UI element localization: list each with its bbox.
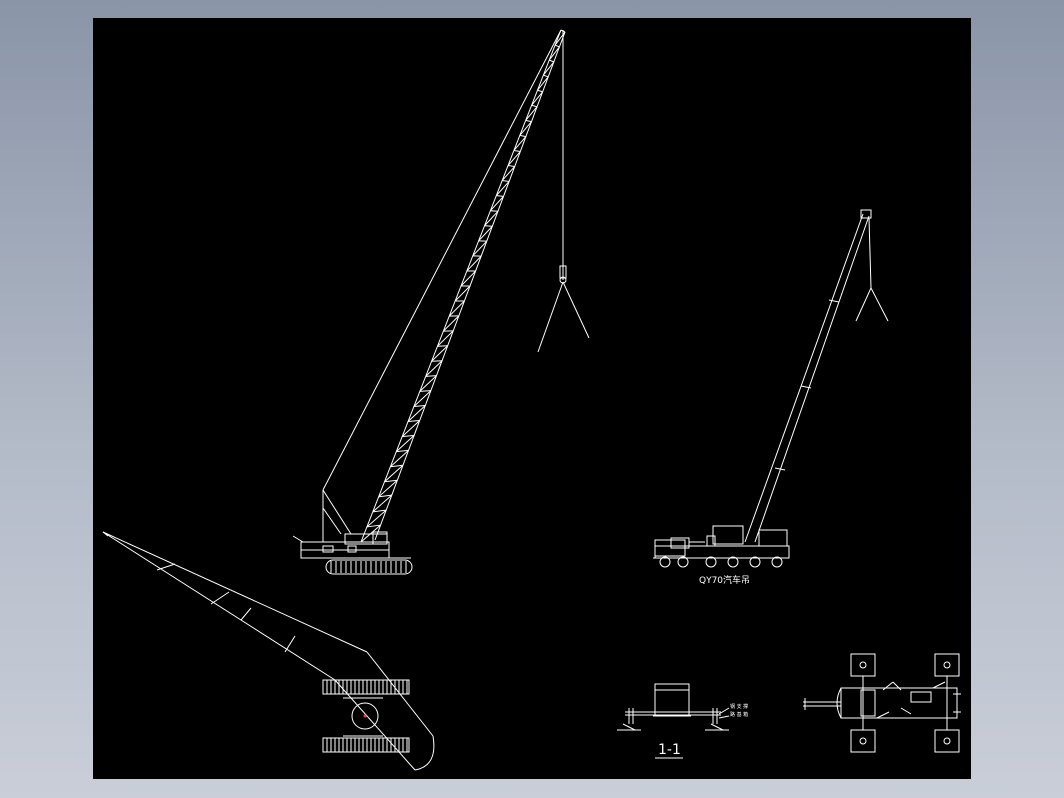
- crawler-track: [325, 559, 413, 575]
- crawler-hook-block: [537, 30, 590, 353]
- section-note-top: 钢 支 撑: [730, 703, 748, 710]
- truck-carrier: [653, 525, 790, 568]
- section-label: 1-1: [658, 742, 681, 758]
- cad-drawing-canvas: QY70汽车吊: [93, 18, 971, 779]
- cad-drawing-svg: QY70汽车吊: [102, 29, 961, 771]
- outrigger-pad-bottom-left: [850, 729, 876, 753]
- boom-pendant-line: [322, 29, 562, 491]
- section-1-1-detail: 钢 支 撑 路 基 箱 1-1: [617, 683, 748, 759]
- truck-crane-elevation: QY70汽车吊: [653, 209, 889, 586]
- crawler-crane-plan: [102, 531, 435, 771]
- crawler-gantry: [292, 489, 352, 543]
- outrigger-pad-bottom-right: [934, 729, 960, 753]
- crawler-upper-body: [300, 531, 411, 559]
- slewing-center-marker: [363, 714, 367, 718]
- section-note-bottom: 路 基 箱: [730, 711, 748, 718]
- crawler-tracks-plan: [322, 679, 410, 753]
- truck-hook-block: [855, 217, 889, 322]
- crawler-crane-elevation: [292, 29, 590, 575]
- truck-crane-plan: [803, 653, 961, 753]
- outrigger-pad-top-right: [934, 653, 960, 677]
- truck-crane-label: QY70汽车吊: [699, 574, 750, 586]
- outrigger-pad-top-left: [850, 653, 876, 677]
- boom-plan: [102, 531, 368, 681]
- telescopic-boom: [744, 209, 872, 543]
- lattice-boom: [360, 29, 566, 543]
